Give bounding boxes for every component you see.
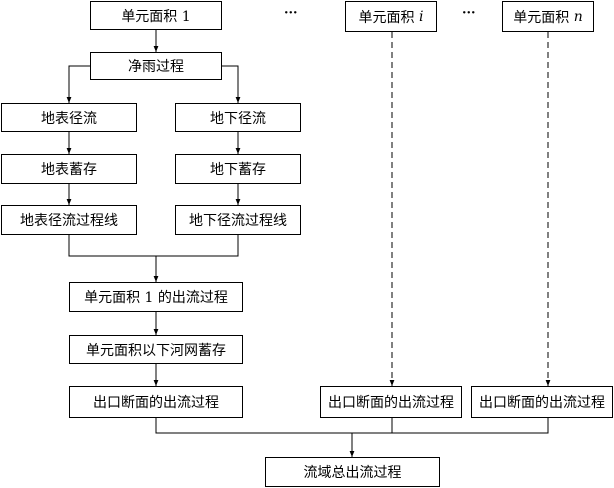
unit-area-n-var: n	[573, 8, 583, 25]
unit-area-1-label: 单元面积 1	[121, 8, 191, 25]
unit-area-n-box: 单元面积 n	[502, 1, 594, 32]
merge-line	[68, 235, 239, 257]
surface-runoff-box: 地表径流	[1, 103, 137, 132]
groundwater-hydrograph-label: 地下径流过程线	[189, 213, 287, 229]
bottom-merge-line	[155, 418, 549, 434]
arrow-netrain-ground	[222, 65, 241, 103]
outlet-outflow-label-i: 出口断面的出流过程	[328, 395, 454, 411]
outlet-outflow-label-n: 出口断面的出流过程	[479, 395, 605, 411]
net-rain-box: 净雨过程	[90, 52, 222, 80]
outlet-outflow-box-i: 出口断面的出流过程	[320, 386, 462, 418]
unit-area-i-box: 单元面积 i	[345, 1, 437, 32]
groundwater-storage-label: 地下蓄存	[210, 162, 266, 178]
river-storage-box: 单元面积以下河网蓄存	[69, 335, 243, 364]
outlet-outflow-box-1: 出口断面的出流过程	[69, 386, 243, 418]
basin-outflow-label: 流域总出流过程	[303, 465, 402, 481]
net-rain-label: 净雨过程	[128, 59, 184, 75]
unit-area-i-var: i	[418, 8, 424, 25]
groundwater-runoff-box: 地下径流	[175, 103, 301, 132]
unit-area-i-prefix: 单元面积	[358, 9, 415, 26]
groundwater-storage-box: 地下蓄存	[175, 154, 301, 184]
unit-area-n-prefix: 单元面积	[513, 9, 570, 26]
unit-area-1-box: 单元面积 1	[90, 1, 222, 30]
outlet-outflow-box-n: 出口断面的出流过程	[471, 386, 613, 418]
surface-runoff-label: 地表径流	[41, 110, 97, 127]
outlet-outflow-label-1: 出口断面的出流过程	[93, 395, 219, 411]
basin-outflow-box: 流域总出流过程	[265, 457, 440, 487]
ellipsis-2: ···	[462, 6, 476, 21]
river-storage-label: 单元面积以下河网蓄存	[86, 342, 226, 359]
arrow-netrain-surface	[66, 65, 90, 103]
groundwater-hydrograph-box: 地下径流过程线	[175, 205, 301, 235]
surface-hydrograph-label: 地表径流过程线	[20, 213, 118, 229]
unit1-outflow-box: 单元面积 1 的出流过程	[69, 282, 243, 312]
surface-storage-box: 地表蓄存	[1, 154, 137, 184]
surface-storage-label: 地表蓄存	[41, 162, 97, 178]
ellipsis-1: ···	[284, 6, 298, 21]
surface-hydrograph-box: 地表径流过程线	[1, 205, 137, 235]
unit1-outflow-label: 单元面积 1 的出流过程	[84, 290, 228, 306]
groundwater-runoff-label: 地下径流	[210, 110, 266, 127]
